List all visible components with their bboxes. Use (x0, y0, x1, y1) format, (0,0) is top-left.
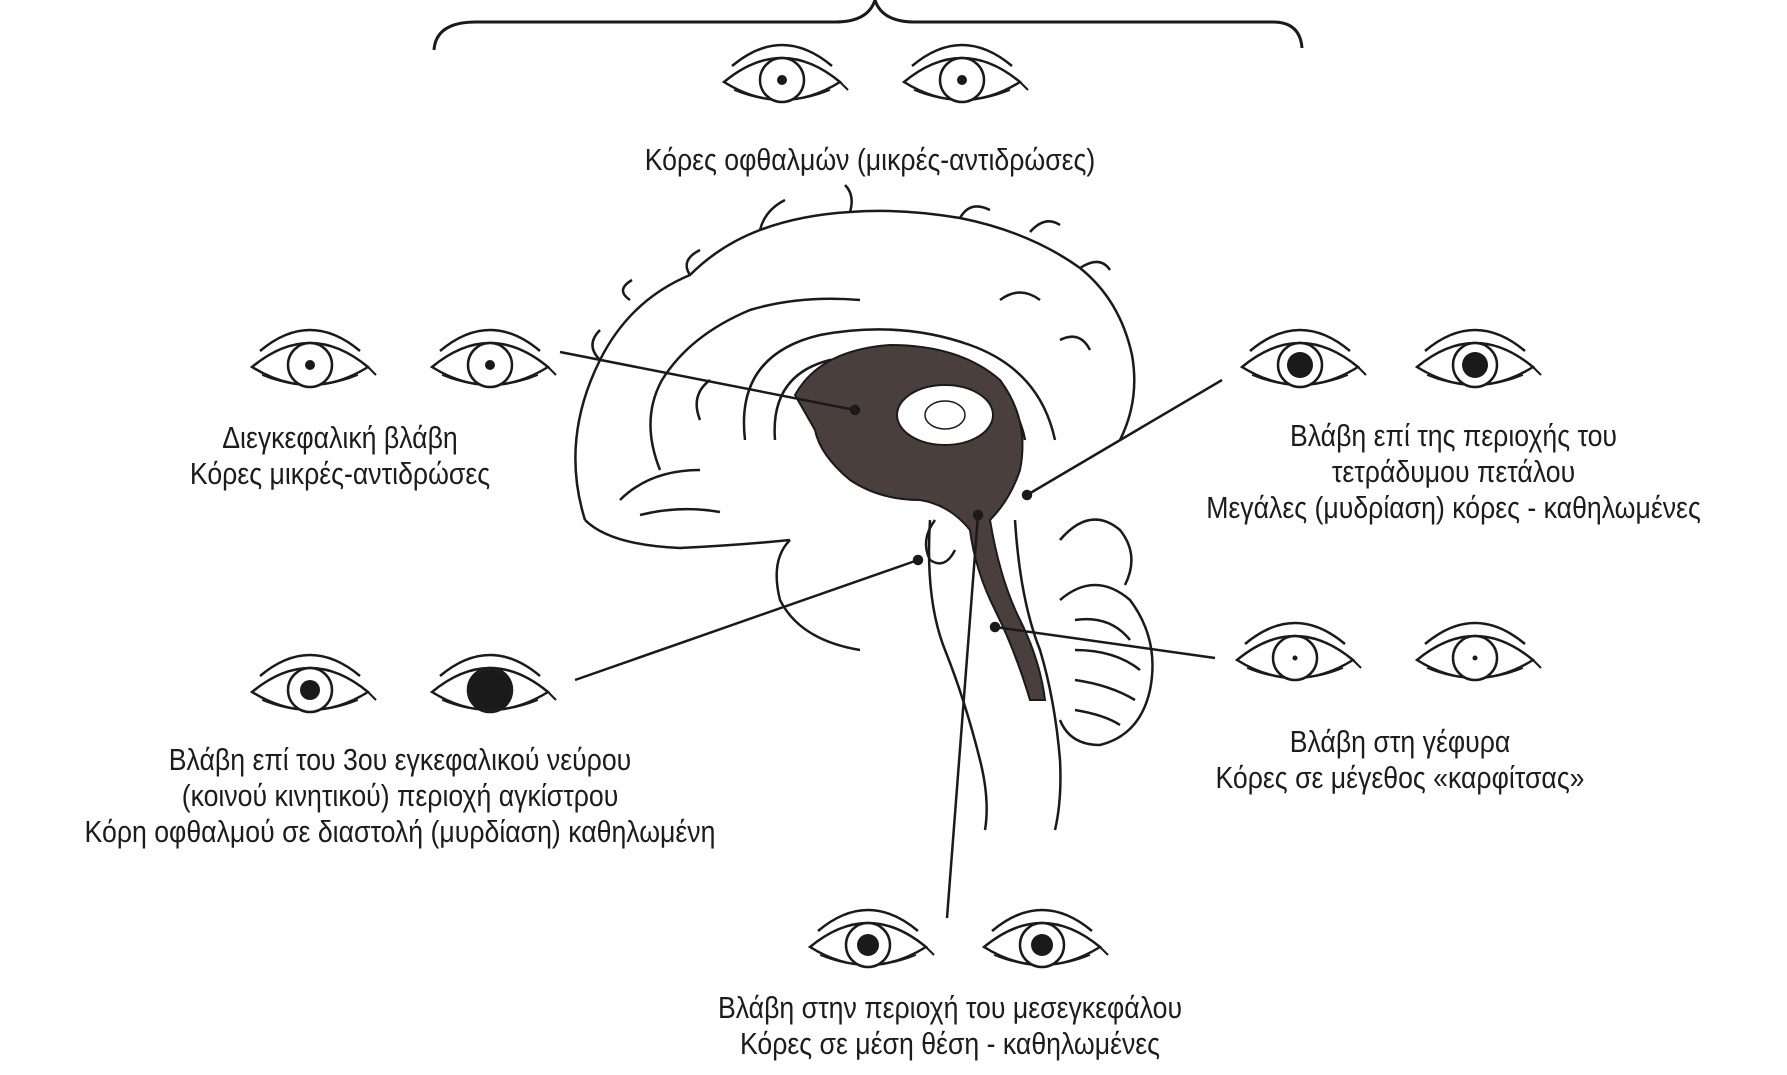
third-nerve-left-eye-icon (252, 655, 376, 712)
top-left-eye-icon (724, 45, 848, 102)
midbrain-label: Βλάβη στην περιοχή του μεσεγκεφάλου Κόρε… (683, 990, 1216, 1062)
midbrain-right-eye-icon (984, 910, 1108, 967)
pons-label: Βλάβη στη γέφυρα Κόρες σε μέγεθος «καρφί… (1185, 724, 1615, 796)
diencephalic-label: Διεγκεφαλική βλάβη Κόρες μικρές-αντιδρώσ… (151, 420, 529, 492)
tectal-label: Βλάβη επί της περιοχής του τετράδυμου πε… (1167, 418, 1741, 526)
top-right-eye-icon (904, 45, 1028, 102)
top-brace (434, 0, 1302, 50)
tectal-left-eye-icon (1242, 330, 1366, 387)
pons-right-eye-icon (1417, 623, 1541, 680)
midbrain-leader (947, 515, 978, 918)
diencephalic-left-eye-icon (252, 330, 376, 387)
tectal-right-eye-icon (1417, 330, 1541, 387)
brain-illustration (575, 185, 1152, 830)
midbrain-left-eye-icon (810, 910, 934, 967)
third-nerve-label: Βλάβη επί του 3ου εγκεφαλικού νεύρου (κο… (56, 742, 744, 850)
third-nerve-leader (575, 560, 918, 680)
third-nerve-right-eye-icon (432, 655, 556, 712)
diencephalic-right-eye-icon (432, 330, 556, 387)
cerebellum (1060, 585, 1153, 745)
top-label: Κόρες οφθαλμών (μικρές-αντιδρώσες) (603, 142, 1136, 178)
pons-left-eye-icon (1237, 623, 1361, 680)
